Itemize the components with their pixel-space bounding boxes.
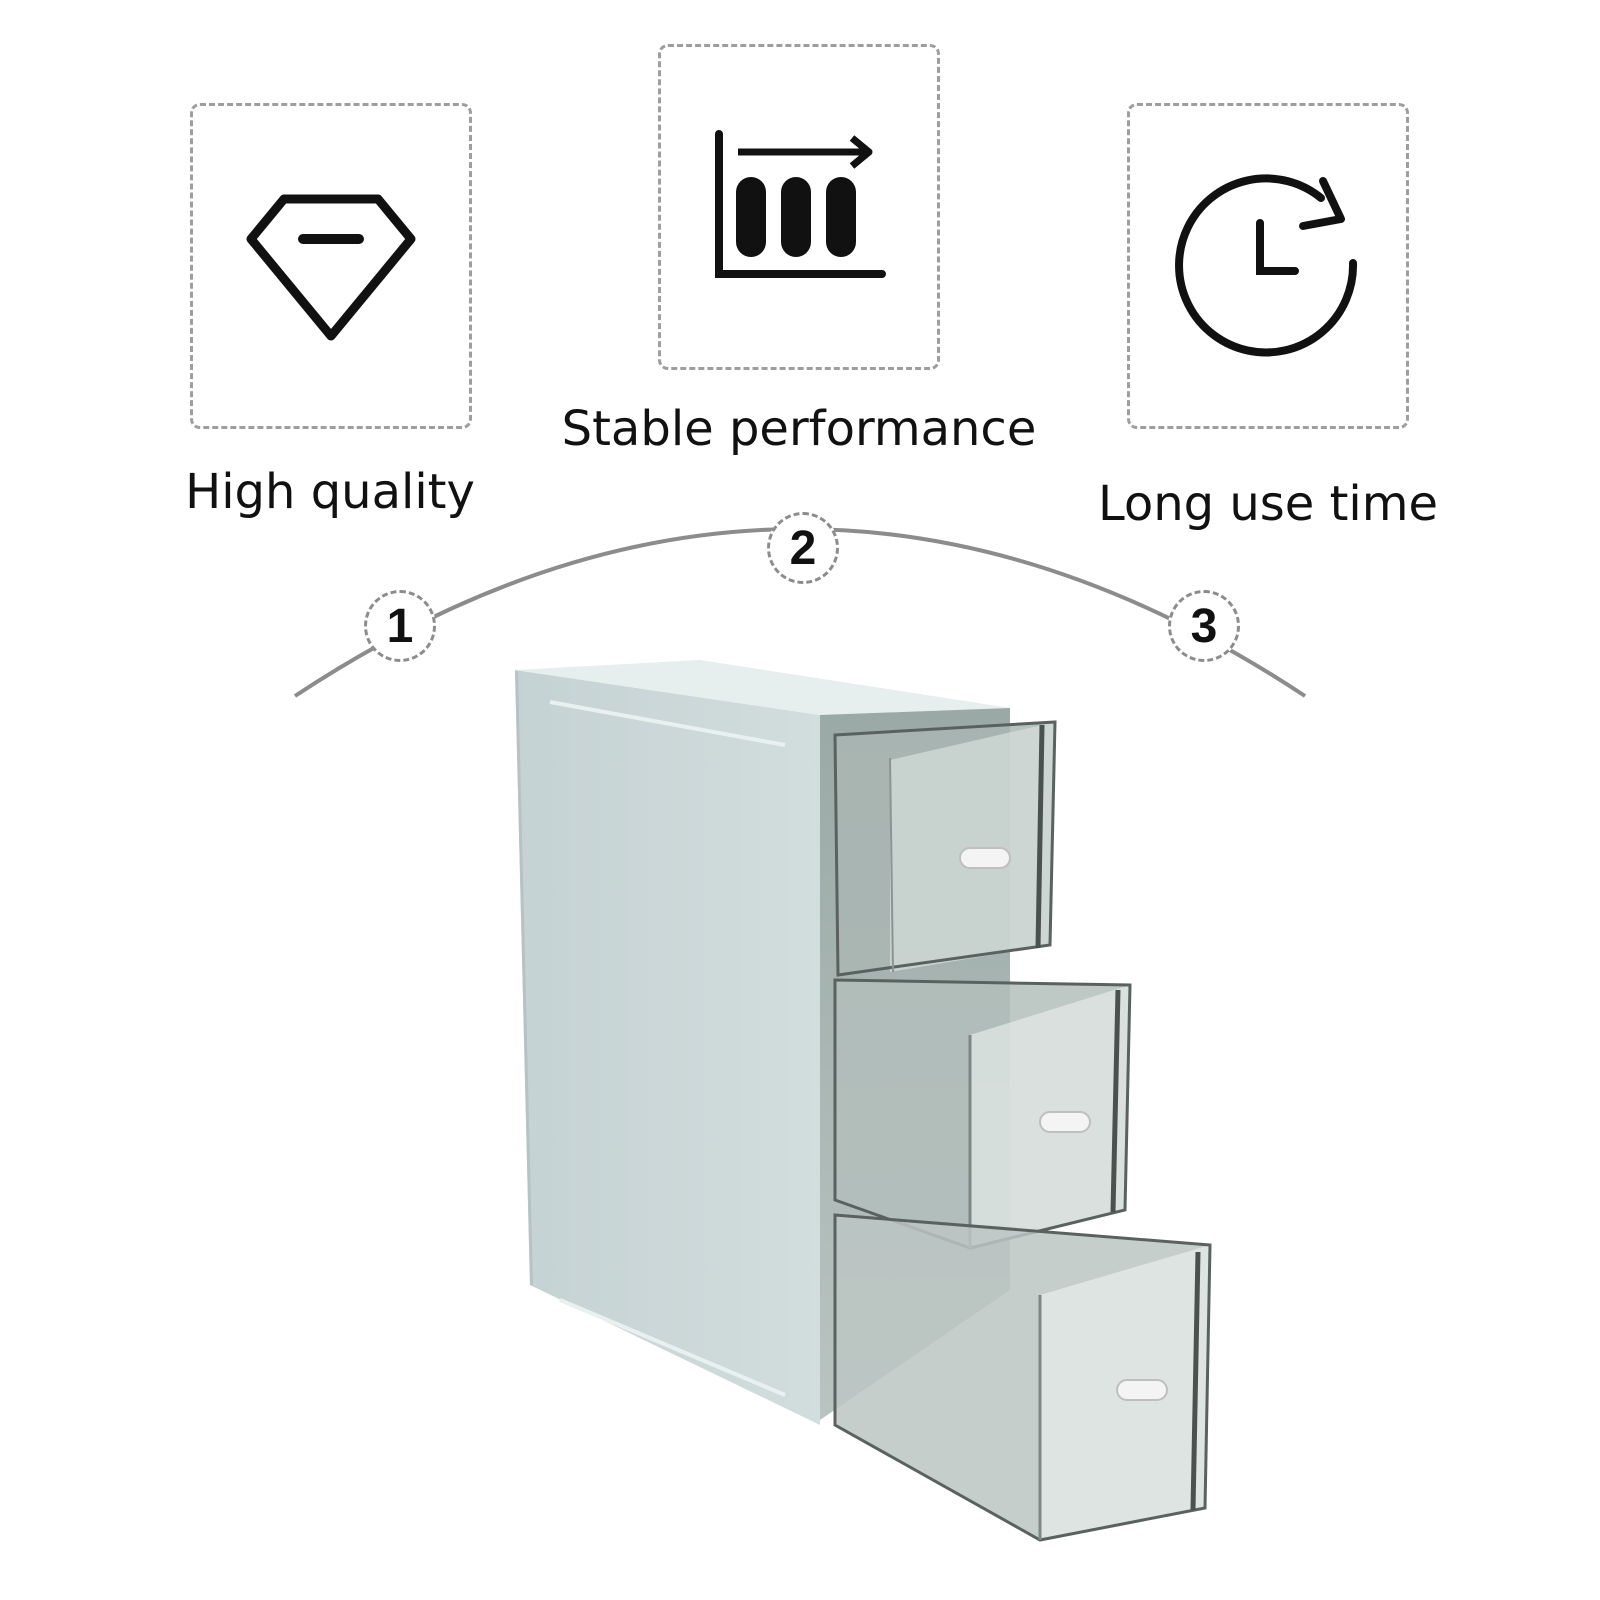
number-badge-2: 2 [767, 512, 839, 584]
feature-label-long-use-time: Long use time [1097, 476, 1439, 532]
number-badge-1: 1 [364, 590, 436, 662]
diamond-icon [246, 194, 416, 341]
drawer-top [833, 720, 1057, 977]
feature-box-high-quality [190, 103, 472, 429]
bar-chart-arrow-icon [714, 130, 886, 278]
feature-label-high-quality: High quality [185, 464, 475, 520]
clock-refresh-icon [1175, 174, 1358, 357]
drawer-middle [833, 978, 1132, 1250]
feature-box-long-use-time [1127, 103, 1409, 429]
feature-label-stable-performance: Stable performance [561, 401, 1037, 457]
feature-box-stable-performance [658, 44, 940, 370]
number-badge-3: 3 [1168, 590, 1240, 662]
drawer-bottom [833, 1213, 1212, 1542]
